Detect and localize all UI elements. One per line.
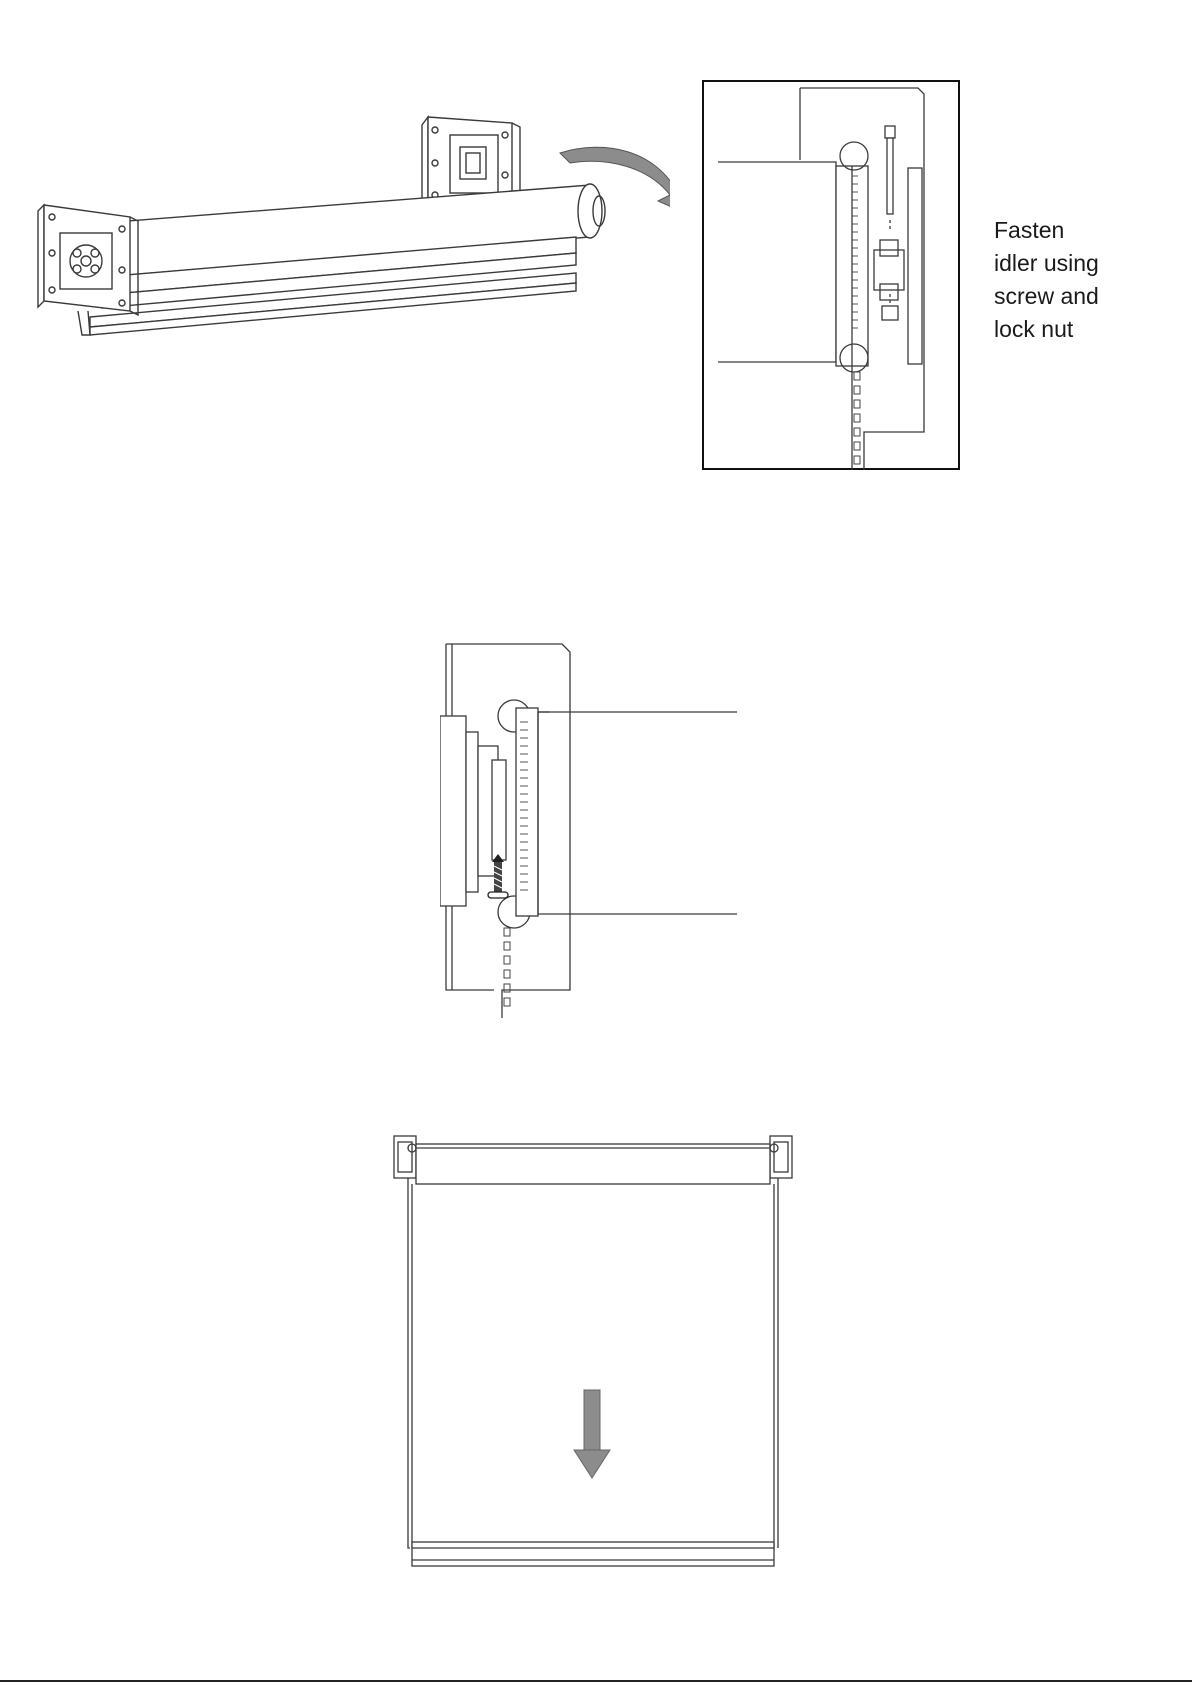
screw-insert-drawing bbox=[440, 640, 740, 1020]
callout-line-2: idler using bbox=[994, 247, 1184, 280]
down-arrow-icon bbox=[574, 1390, 610, 1478]
fasten-idler-callout: Fasten idler using screw and lock nut bbox=[994, 214, 1184, 346]
roller-isometric-drawing bbox=[30, 105, 670, 385]
screw-insert-figure bbox=[440, 640, 740, 1020]
callout-line-4: lock nut bbox=[994, 313, 1184, 346]
bottom-rule bbox=[0, 1680, 1192, 1682]
shade-front-drawing bbox=[388, 1128, 808, 1568]
idler-detail-drawing bbox=[702, 80, 960, 470]
roller-isometric-figure bbox=[30, 105, 670, 385]
callout-line-1: Fasten bbox=[994, 214, 1184, 247]
callout-line-3: screw and bbox=[994, 280, 1184, 313]
idler-detail-inset bbox=[702, 80, 960, 470]
shade-front-figure bbox=[388, 1128, 808, 1568]
